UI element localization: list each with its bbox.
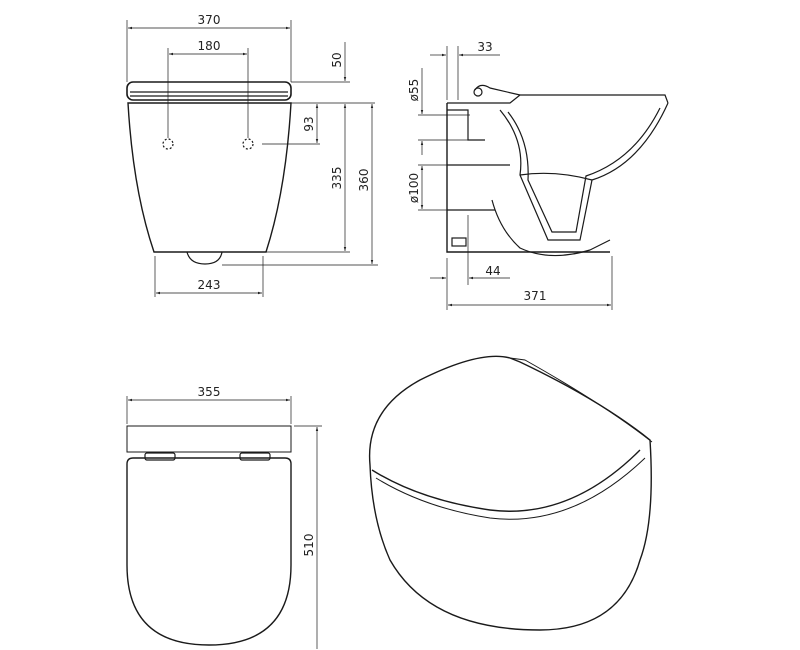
side-section-view [418, 46, 669, 310]
dim-top-width: 355 [198, 385, 221, 399]
dim-body-height: 335 [330, 167, 344, 190]
dim-overall-height: 360 [357, 169, 371, 192]
dim-seat-height: 50 [330, 52, 344, 67]
dim-outlet-diameter: ø100 [407, 173, 421, 203]
dim-overall-width: 370 [198, 13, 221, 27]
dim-outlet-offset: 44 [485, 264, 500, 278]
front-view [126, 20, 378, 297]
dim-projection: 371 [524, 289, 547, 303]
perspective-view [368, 355, 653, 631]
dim-base-width: 243 [198, 278, 221, 292]
dim-wall-offset: 33 [477, 40, 492, 54]
dim-fixing-drop: 93 [302, 116, 316, 131]
dim-top-length: 510 [302, 534, 316, 557]
top-view [126, 396, 322, 649]
dim-fixing-spacing: 180 [198, 39, 221, 53]
dim-inlet-diameter: ø55 [407, 79, 421, 102]
